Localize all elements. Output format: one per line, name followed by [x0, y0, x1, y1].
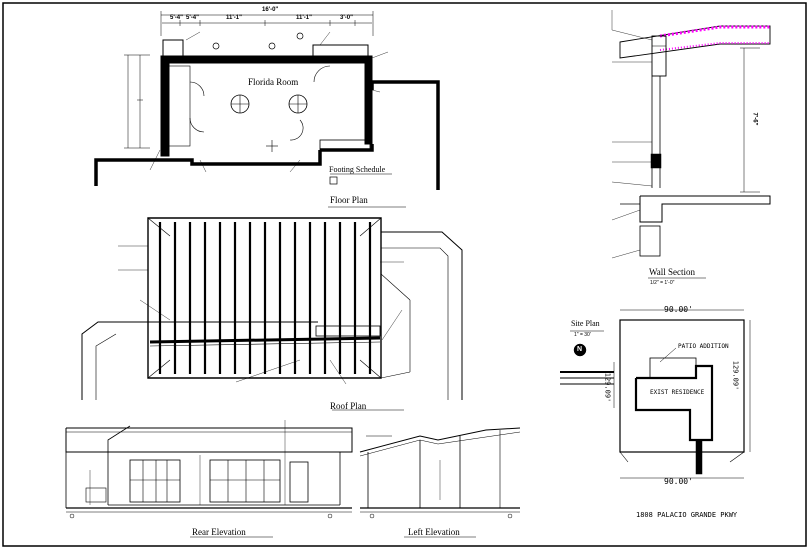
rear-elevation — [65, 420, 353, 538]
patio-addition-label: PATIO ADDITION — [678, 343, 729, 350]
floor-plan-dim-1: 5'-4" — [170, 15, 183, 21]
site-plan-scale: 1" = 30' — [574, 332, 591, 338]
site-plan-left-dim: 129.09' — [603, 372, 612, 403]
floor-plan-dim-4: 11'-1" — [296, 15, 312, 21]
wall-section-height-dim: 7'-6" — [751, 112, 758, 126]
floor-plan-top-dim: 16'-0" — [262, 7, 279, 13]
floor-plan-dim-5: 3'-0" — [340, 15, 353, 21]
site-plan-right-dim: 129.09' — [731, 360, 740, 391]
wall-section-title: Wall Section — [649, 267, 696, 277]
site-plan-top-dim: 90.00' — [664, 305, 693, 314]
wall-section — [611, 10, 771, 279]
floor-plan-dim-3: 11'-1" — [226, 15, 242, 21]
existing-residence-label: EXIST RESIDENCE — [650, 389, 705, 396]
roof-plan — [81, 217, 463, 411]
floor-plan-title: Floor Plan — [330, 195, 368, 205]
site-plan-title: Site Plan — [571, 319, 600, 328]
wall-section-scale: 1/2" = 1'-0" — [650, 280, 675, 286]
site-address-label: 1808 PALACIO GRANDE PKWY — [636, 511, 738, 519]
roof-plan-title: Roof Plan — [330, 401, 367, 411]
florida-room-label: Florida Room — [248, 77, 299, 87]
left-elevation — [359, 427, 521, 538]
floor-plan — [94, 11, 440, 208]
floor-plan-dim-2: 5'-4" — [186, 15, 199, 21]
left-elevation-title: Left Elevation — [408, 527, 460, 537]
site-plan-bottom-dim: 90.00' — [664, 477, 693, 486]
roof-rafters — [158, 222, 372, 374]
footing-schedule-label: Footing Schedule — [329, 165, 386, 174]
north-arrow-icon: N — [577, 346, 583, 353]
site-plan — [560, 309, 751, 479]
rear-elevation-title: Rear Elevation — [192, 527, 246, 537]
